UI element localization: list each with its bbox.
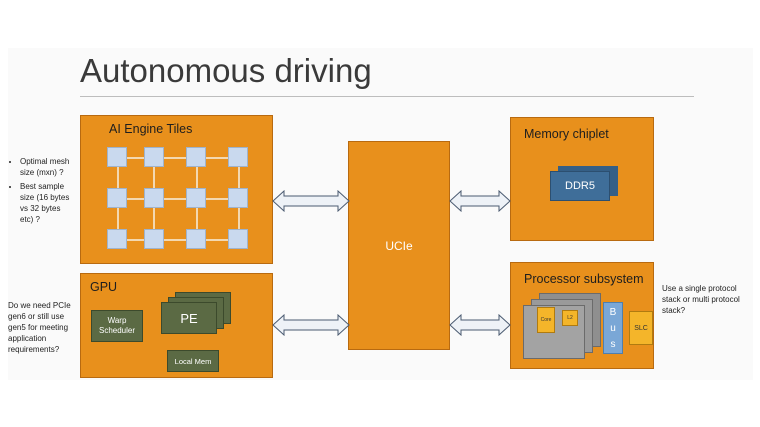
sample-size-question: Best sample size (16 bytes vs 32 bytes e… — [20, 181, 74, 225]
memory-chiplet-label: Memory chiplet — [524, 127, 609, 141]
bus-box: B u s — [603, 302, 623, 354]
gpu-block: GPU Warp Scheduler PE Local Mem — [80, 273, 273, 378]
ai-ucie-arrow — [272, 190, 350, 212]
ucie-label: UCIe — [385, 238, 413, 253]
slide-title: Autonomous driving — [80, 52, 372, 89]
ucie-processor-arrow — [449, 314, 511, 336]
engine-tile — [228, 188, 248, 208]
engine-tile — [107, 147, 127, 167]
gpu-label: GPU — [90, 280, 118, 294]
ai-engine-tiles-label: AI Engine Tiles — [109, 122, 193, 136]
cache-box: L2 — [562, 310, 578, 326]
ddr5-box: DDR5 — [550, 171, 610, 201]
core-box: Core — [537, 307, 555, 333]
core-label: Core — [540, 317, 552, 323]
ddr5-label: DDR5 — [565, 180, 595, 192]
mesh-line — [117, 239, 241, 241]
engine-tile — [228, 147, 248, 167]
pcie-question-note: Do we need PCIe gen6 or still use gen5 f… — [8, 301, 71, 354]
bus-letter: u — [610, 323, 616, 334]
ai-engine-tiles-block: AI Engine Tiles — [80, 115, 273, 264]
mesh-size-question: Optimal mesh size (mxn) ? — [20, 156, 74, 178]
local-mem-box: Local Mem — [167, 350, 219, 372]
engine-tile — [186, 229, 206, 249]
processor-subsystem-block: Processor subsystem Core L2 B u s SLC — [510, 262, 654, 369]
engine-tile — [144, 188, 164, 208]
slc-label: SLC — [634, 324, 648, 332]
local-mem-label: Local Mem — [174, 356, 212, 366]
pe-label: PE — [180, 310, 198, 326]
cache-label: L2 — [567, 315, 573, 321]
processor-subsystem-label: Processor subsystem — [524, 272, 644, 286]
mesh-line — [117, 198, 241, 200]
slc-box: SLC — [629, 311, 653, 345]
engine-tile — [107, 229, 127, 249]
mesh-questions-note: Optimal mesh size (mxn) ? Best sample si… — [8, 156, 74, 228]
mesh-line — [117, 157, 241, 159]
ucie-memory-arrow — [449, 190, 511, 212]
engine-tile — [228, 229, 248, 249]
engine-tile — [186, 188, 206, 208]
warp-scheduler-box: Warp Scheduler — [91, 310, 143, 342]
engine-tile — [144, 147, 164, 167]
bus-letter: B — [609, 307, 617, 318]
ucie-block: UCIe — [348, 141, 450, 350]
engine-tile — [186, 147, 206, 167]
bus-letter: s — [610, 339, 616, 350]
pe-box: PE — [161, 302, 217, 334]
protocol-question-note: Use a single protocol stack or multi pro… — [662, 284, 740, 315]
title-underline — [80, 96, 694, 97]
memory-chiplet-block: Memory chiplet DDR5 — [510, 117, 654, 241]
warp-scheduler-label: Warp Scheduler — [98, 316, 136, 335]
engine-tile — [107, 188, 127, 208]
engine-tile — [144, 229, 164, 249]
gpu-ucie-arrow — [272, 314, 350, 336]
